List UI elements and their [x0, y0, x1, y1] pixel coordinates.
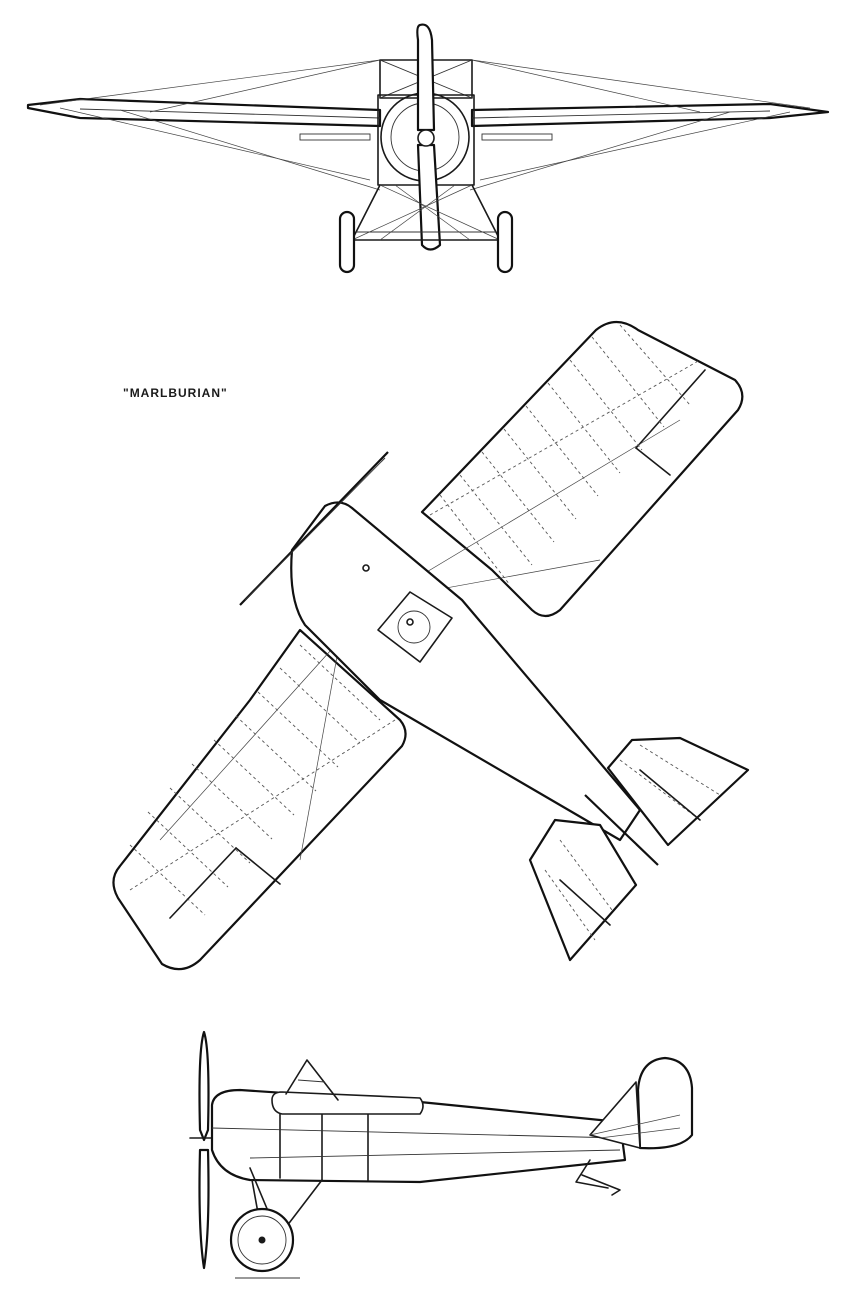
front-right-wheel [496, 210, 514, 274]
side-view [189, 1030, 694, 1279]
plan-lower-left-wing [112, 628, 407, 971]
side-tail-skid [575, 1159, 609, 1189]
plan-tailplane-left [528, 818, 638, 962]
plan-upper-right-wing [420, 320, 744, 618]
front-propeller [416, 23, 436, 132]
side-undercarriage [229, 1167, 323, 1273]
front-right-wing [470, 102, 830, 128]
side-propeller [198, 1030, 210, 1142]
plan-cockpit [377, 591, 453, 663]
front-left-wing [26, 97, 382, 128]
aircraft-name-label: "MARLBURIAN" [123, 386, 228, 400]
plan-rudder [584, 794, 659, 866]
front-bracing-wires [39, 59, 811, 191]
plan-fuselage [290, 501, 642, 842]
front-view [26, 23, 830, 274]
plan-right-wing-ribs [429, 324, 701, 586]
front-undercarriage [338, 184, 514, 274]
plan-tailplane-right [606, 736, 750, 847]
plan-view [112, 320, 750, 971]
side-pylon [285, 1059, 339, 1101]
side-fin [589, 1081, 641, 1149]
side-cockpit-fairing [271, 1091, 424, 1115]
front-left-wheel [338, 210, 356, 274]
plan-left-wing-ribs [129, 644, 396, 916]
side-rudder [636, 1056, 694, 1150]
